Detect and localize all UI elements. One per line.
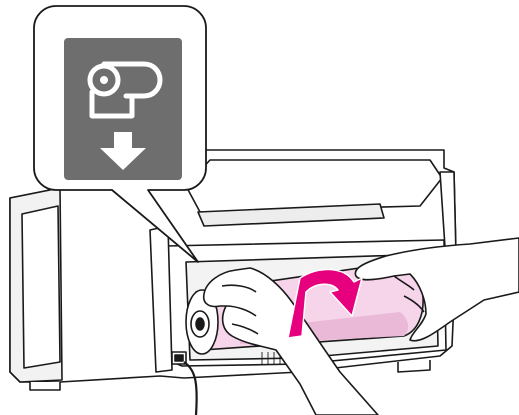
printer-foot-right: [398, 360, 430, 372]
roll-spindle-hub: [196, 318, 204, 330]
printer-top-lid: [186, 160, 442, 212]
usb-port-inner: [175, 355, 183, 361]
printer-foot-left: [30, 382, 60, 390]
printer-side-inner: [22, 206, 60, 368]
